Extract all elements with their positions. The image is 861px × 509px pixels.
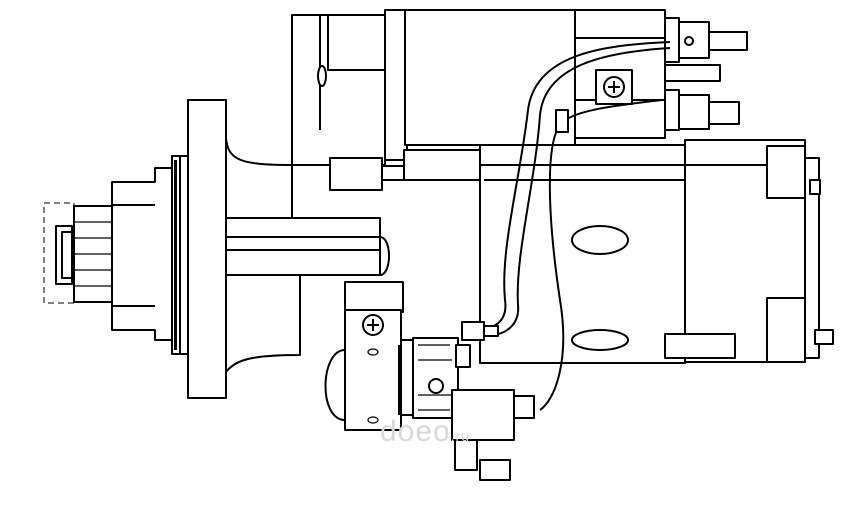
solenoid-terminals [595,17,748,131]
motor-field-frame [329,139,834,364]
watermark-logo: doeo.ru [380,415,470,449]
gasket-bars [174,160,402,415]
mounting-flange [187,99,227,399]
watermark-suffix: .ru [450,428,471,444]
relay-module [324,281,535,481]
watermark-main: doeo [380,415,451,448]
wiring-harness [479,41,671,411]
pinion-gear [43,202,113,304]
nose-body [225,137,390,373]
